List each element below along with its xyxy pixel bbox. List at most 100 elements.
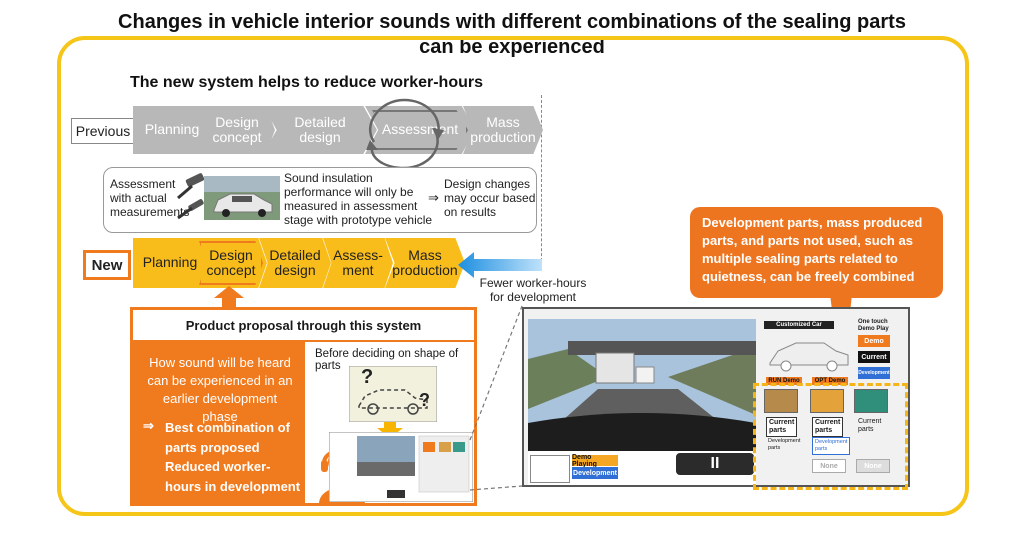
development-button[interactable]: Development (572, 467, 618, 479)
note-line: Sound insulation (284, 171, 373, 185)
car-outline-icon (769, 342, 849, 372)
step-label: Planning (144, 121, 200, 138)
car-sketch-question-icon (349, 366, 437, 422)
combination-callout: Development parts, mass produced parts, … (690, 207, 943, 298)
text-line: Current (858, 418, 882, 425)
text-line: Current (815, 419, 841, 426)
text-line: parts (815, 427, 833, 434)
new-step-planning: Planning (133, 238, 207, 288)
result-arrow: ⇒ (143, 418, 154, 433)
step-label: Detailed (269, 246, 321, 263)
text-line: parts (768, 445, 781, 451)
note-line: measurements (110, 205, 190, 219)
step-label: production (392, 262, 458, 278)
step-label: Planning (142, 254, 198, 271)
new-tag: New (83, 250, 131, 280)
text-line: How sound will be heard (149, 355, 291, 370)
text-line: can be experienced in an (147, 373, 293, 388)
note-line: performance will only be (284, 185, 414, 199)
current-parts-option-3[interactable]: Current parts (856, 417, 883, 435)
text-line: multiple sealing parts related to (702, 251, 898, 266)
run-demo-button[interactable]: RUN Demo (766, 377, 802, 385)
text-line: Current (769, 419, 795, 426)
step-label: Design (209, 246, 253, 263)
none-option-1[interactable]: None (812, 459, 846, 473)
before-deciding-label: Before deciding on shape of parts (315, 348, 459, 372)
proposal-orange-panel: How sound will be heard can be experienc… (133, 342, 305, 503)
down-arrow-icon (377, 422, 403, 438)
step-label: Design (215, 113, 259, 130)
how-sound-text: How sound will be heard can be experienc… (145, 354, 295, 426)
note-line: measured in assessment (284, 199, 418, 213)
text-line: Best combination of (165, 420, 290, 435)
title-line-1: Changes in vehicle interior sounds with … (118, 11, 906, 33)
text-line: hours in development (165, 478, 301, 494)
loop-arrow-icon (366, 98, 444, 170)
text-line: parts, and parts not used, such as (702, 233, 913, 248)
note-line: Fewer worker-hours (479, 276, 587, 290)
part-image-1 (764, 389, 798, 413)
step-label: Mass (486, 113, 520, 130)
text-line: parts (769, 427, 787, 434)
question-mark-2: ? (419, 390, 430, 410)
zoom-dashed-lines (469, 305, 523, 491)
text-line: Reduced worker- (165, 459, 271, 474)
step-label: design (274, 262, 316, 278)
question-mark-1: ? (361, 366, 374, 388)
customized-car-label: Customized Car (764, 321, 834, 329)
page-title: Changes in vehicle interior sounds with … (0, 10, 1024, 60)
text-line: One touch (858, 319, 888, 325)
text-line: quietness, can be freely combined (702, 269, 915, 284)
opt-demo-button[interactable]: OPT Demo (812, 377, 848, 385)
text-line: parts proposed (165, 439, 260, 455)
orange-up-arrow-icon (214, 286, 244, 310)
design-change-note: Design changes may occur based on result… (444, 177, 535, 219)
note-line: stage with prototype vehicle (284, 213, 433, 227)
parts-selection-highlight (753, 383, 908, 490)
text-line: Development parts, mass produced (702, 215, 923, 230)
new-step-assessment: Assess-ment (323, 238, 393, 288)
outer-frame (57, 36, 969, 516)
previous-notes-box (103, 167, 537, 233)
step-label: Assess- (333, 246, 383, 263)
step-label: Mass (408, 246, 442, 263)
step-label: concept (212, 129, 262, 145)
text-line: Demo Play (858, 326, 889, 332)
development-parts-option-1[interactable]: Development parts (766, 437, 802, 453)
one-touch-demo-label: One touch Demo Play (858, 319, 889, 333)
current-button[interactable]: Current (858, 351, 890, 363)
text-line: Development (815, 439, 848, 445)
text-line: Development (768, 438, 801, 444)
none-option-2[interactable]: None (856, 459, 890, 473)
part-image-2 (810, 389, 844, 413)
pause-button[interactable]: II (676, 453, 754, 475)
text-line: parts (858, 426, 874, 433)
text-line: earlier development phase (162, 391, 278, 424)
development-demo-button[interactable]: Development (858, 367, 890, 379)
design-concept-highlight (199, 241, 263, 285)
title-line-2: can be experienced (419, 36, 605, 58)
step-label: concept (206, 262, 256, 278)
mini-screen-thumbnail (329, 432, 473, 502)
assessment-note: Assessment with actual measurements (110, 177, 189, 219)
part-image-3 (854, 389, 888, 413)
system-screen: Demo Playing Development II Customized C… (522, 307, 910, 487)
sound-insulation-note: Sound insulation performance will only b… (284, 171, 432, 227)
separator-dashed-line (541, 95, 542, 271)
current-parts-option-1[interactable]: Current parts (766, 417, 798, 437)
mini-layout-thumb (530, 455, 570, 483)
step-label: production (470, 129, 536, 145)
step-label: ment (342, 262, 374, 278)
demo-button[interactable]: Demo (858, 335, 890, 347)
note-line: for development (489, 290, 577, 304)
development-parts-option-2[interactable]: Development parts (812, 437, 851, 455)
prototype-vehicle-photo (204, 176, 280, 220)
note-line: may occur based (444, 191, 536, 205)
current-parts-option-2[interactable]: Current parts (812, 417, 844, 437)
